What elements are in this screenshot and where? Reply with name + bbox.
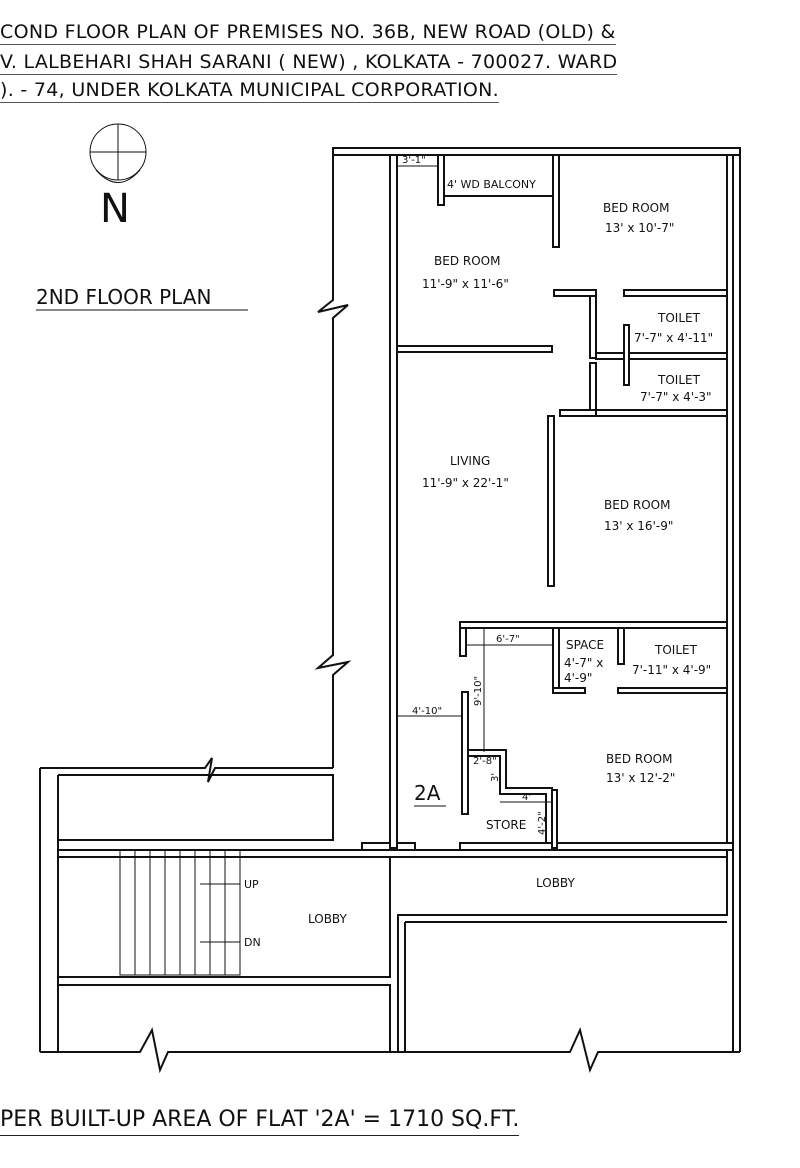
room-size: 11'-9" x 22'-1" [422,476,509,490]
north-arrow-icon [89,123,147,183]
room-size: 11'-9" x 11'-6" [422,277,509,291]
dim-3: 3' [490,773,501,782]
room-size: 13' x 12'-2" [606,771,675,785]
stair-and-lobby [57,849,728,1052]
room-size: 13' x 10'-7" [605,221,674,235]
room-size: 4'-9" [564,671,592,685]
flat-walls [332,147,741,851]
header-line-2: V. LALBEHARI SHAH SARANI ( NEW) , KOLKAT… [0,51,618,75]
stair-down-label: DN [244,936,261,949]
dim-9-10: 9'-10" [473,676,484,706]
room-name: TOILET [654,643,698,657]
room-name: LIVING [450,454,490,468]
room-name: TOILET [657,373,701,387]
dim-6-7: 6'-7" [496,634,520,645]
room-name: BED ROOM [434,254,500,268]
room-size: 7'-7" x 4'-11" [634,331,713,345]
built-up-area-note: PER BUILT-UP AREA OF FLAT '2A' = 1710 SQ… [0,1105,520,1136]
header-line-3: ). - 74, UNDER KOLKATA MUNICIPAL CORPORA… [0,79,499,103]
room-size: 7'-11" x 4'-9" [632,663,711,677]
room-size: 7'-7" x 4'-3" [640,390,712,404]
room-size: 4'-7" x [564,656,603,670]
room-size: 13' x 16'-9" [604,519,673,533]
north-label: N [100,186,130,232]
dim-2-8: 2'-8" [473,756,497,767]
room-name: TOILET [657,311,701,325]
dim-4: 4' [522,792,531,803]
dim-3-1: 3'-1" [402,155,426,166]
room-name: BED ROOM [606,752,672,766]
lobby-label: LOBBY [308,912,348,926]
room-name: STORE [486,818,526,832]
lobby-label: LOBBY [536,876,576,890]
dimension-lines [397,165,553,843]
room-name: BED ROOM [604,498,670,512]
plan-title: 2ND FLOOR PLAN [36,285,211,309]
balcony-label: 4' WD BALCONY [447,178,536,191]
dim-4-2: 4'-2" [537,811,548,835]
flat-label: 2A [414,781,441,805]
room-name: SPACE [566,638,604,652]
room-name: BED ROOM [603,201,669,215]
dim-4-10: 4'-10" [412,706,442,717]
stair-up-label: UP [244,878,259,891]
header-line-1: COND FLOOR PLAN OF PREMISES NO. 36B, NEW… [0,21,616,45]
